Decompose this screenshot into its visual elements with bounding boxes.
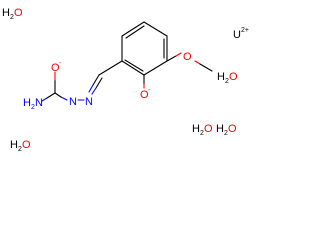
water-3-sub: 2 (18, 146, 22, 153)
water-4-h: H (192, 123, 200, 135)
ring-bond-4 (121, 60, 145, 76)
water-3-h: H (10, 139, 18, 151)
ring-bond-4-inner (124, 59, 144, 72)
water-2-sub: 2 (225, 78, 229, 85)
molecule-canvas: H 2 O U 2+ H 2 O O O - O - H 2 N N N H 2… (2, 7, 249, 153)
ring-bond-6 (121, 21, 145, 37)
ring-bond-1 (143, 21, 168, 37)
structure-svg: H 2 O U 2+ H 2 O O O - O - H 2 N N N H 2… (2, 7, 249, 153)
carbonyl-charge: - (59, 60, 62, 67)
water-1-sub: 2 (10, 14, 14, 21)
uranium-charge: 2+ (241, 27, 249, 34)
cn-bond-c (46, 92, 56, 99)
phenolate-o-label: O (140, 89, 149, 101)
carbonyl-o-label: O (51, 62, 60, 74)
benzene-ring (121, 21, 168, 76)
water-5-sub: 2 (224, 130, 228, 137)
phenolate-charge: - (148, 87, 151, 94)
nh2-sub: 2 (31, 104, 35, 111)
methyl-bond-o (194, 60, 201, 65)
vinyl-bond (98, 60, 123, 76)
imine-bond-c-2 (95, 77, 103, 89)
nc-bond-n (60, 96, 68, 101)
water-4-o: O (204, 123, 213, 135)
ring-bond-3 (143, 60, 168, 76)
nh2-h: H (23, 97, 31, 109)
water-2-h: H (217, 71, 225, 83)
imine-bond-c (92, 74, 100, 86)
methyl-bond-c (199, 63, 213, 72)
methoxy-bond-o (175, 52, 182, 57)
methoxy-o-label: O (183, 51, 192, 63)
water-4-sub: 2 (200, 130, 204, 137)
uranium-label: U (233, 29, 241, 41)
water-1-h: H (2, 7, 10, 19)
water-3-o: O (22, 139, 31, 151)
water-2-o: O (229, 71, 238, 83)
nh2-n: N (35, 97, 43, 109)
cn-bond-n (41, 97, 48, 102)
water-1-o: O (14, 7, 23, 19)
methoxy-bond-c (166, 55, 177, 62)
imine-bond-n (88, 84, 94, 93)
water-5-o: O (228, 123, 237, 135)
ring-bond-6-inner (125, 25, 145, 39)
nc-bond-c (54, 92, 62, 98)
hydrazone-n2-label: N (69, 96, 77, 108)
hydrazone-n1-label: N (85, 96, 93, 108)
imine-bond-n-2 (91, 87, 97, 95)
water-5-h: H (216, 123, 224, 135)
